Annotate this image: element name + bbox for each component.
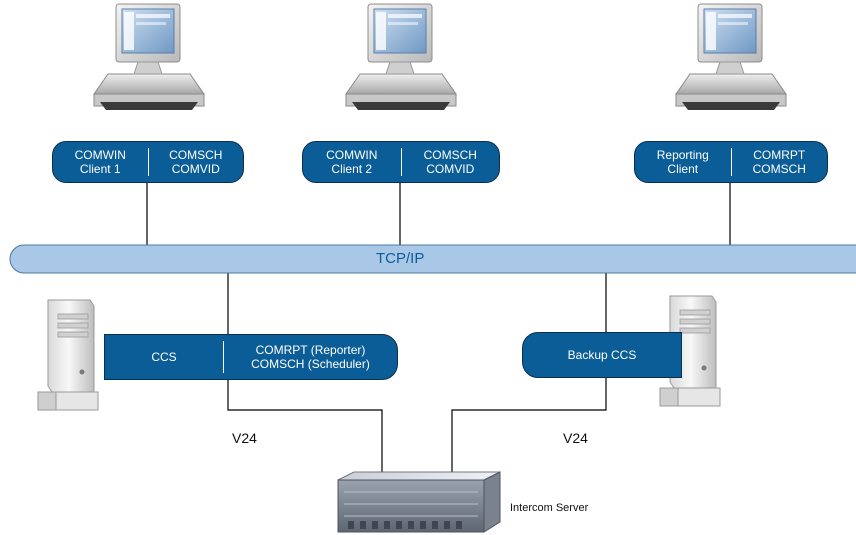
ccs-box: CCS COMRPT (Reporter) COMSCH (Scheduler) [104,334,398,380]
computer-workstation-icon [345,3,457,111]
reporting-client-name-label: Client [667,162,699,176]
client-1-module-label-2: COMVID [171,162,220,176]
client-2-module-label: COMSCH [423,148,477,162]
client-2-box: COMWIN Client 2 COMSCH COMVID [302,141,500,183]
ccs-reporter-label: COMRPT (Reporter) [255,343,366,357]
client-1-module-label: COMSCH [169,148,223,162]
client-1-box: COMWIN Client 1 COMSCH COMVID [52,141,244,183]
intercom-server-label: Intercom Server [510,502,589,514]
backup-ccs-label: Backup CCS [567,348,637,362]
reporting-client-app-label: Reporting [656,148,709,162]
connector-lines [146,183,731,478]
rack-server-icon [337,471,501,533]
ccs-scheduler-label: COMSCH (Scheduler) [251,357,370,371]
computer-workstation-icon [675,3,787,111]
client-1-name-label: Client 1 [79,162,121,176]
reporting-client-module-label-2: COMSCH [752,162,806,176]
client-1-app-label: COMWIN [74,148,126,162]
reporting-client-box: Reporting Client COMRPT COMSCH [634,141,828,183]
ccs-label: CCS [151,350,177,364]
v24-left-label: V24 [232,430,257,446]
tcpip-label: TCP/IP [376,250,425,267]
client-2-name-label: Client 2 [331,162,373,176]
v24-right-label: V24 [563,430,588,446]
tcpip-bus [9,244,856,274]
reporting-client-module-label: COMRPT [753,148,806,162]
client-2-app-label: COMWIN [326,148,378,162]
computer-workstation-icon [93,3,205,111]
client-2-module-label-2: COMVID [426,162,475,176]
backup-ccs-box: Backup CCS [522,332,682,378]
tower-server-icon [37,299,99,411]
